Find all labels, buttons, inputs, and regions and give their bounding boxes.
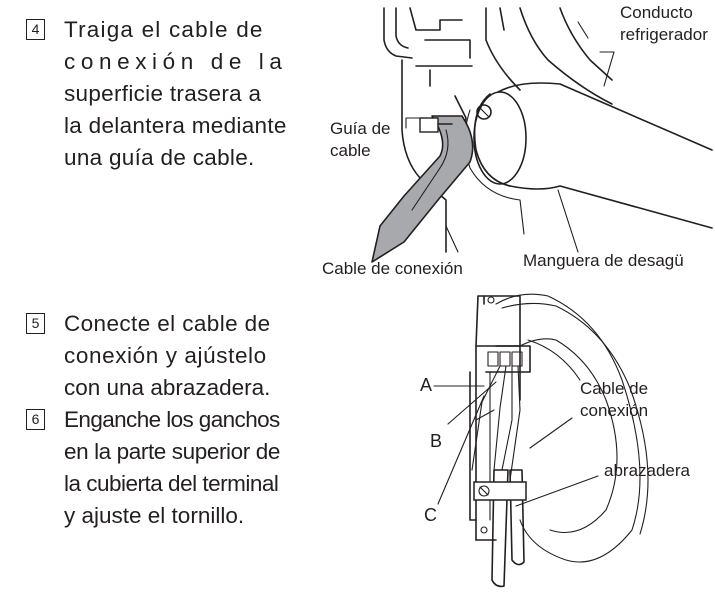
step-line: Traiga el cable de [64, 17, 264, 42]
step-number: 4 [26, 19, 45, 40]
label-abrazadera: abrazadera [604, 461, 691, 480]
drain-hose [464, 82, 713, 235]
label-cable-de-conexion: Cable de conexión [322, 259, 463, 278]
step-line: una guía de cable. [64, 145, 255, 170]
step-line: conexión y ajústelo [64, 343, 267, 368]
terminal-block [469, 295, 531, 541]
step-number: 5 [26, 313, 45, 334]
step-line: en la parte superior de [64, 439, 280, 464]
label-a: A [420, 375, 433, 395]
label-line: cable [330, 141, 371, 160]
step-text: Enganche los ganchos en la parte superio… [64, 404, 280, 532]
step-text: Conecte el cable de conexión y ajústelo … [64, 308, 271, 404]
step-line: con una abrazadera. [64, 375, 271, 400]
step-text: Traiga el cable de conexión de la superf… [64, 14, 288, 174]
label-manguera-de-desague: Manguera de desagü [523, 251, 684, 270]
step-6: 6 Enganche los ganchos en la parte super… [26, 404, 280, 528]
step-line: y ajuste el tornillo. [64, 503, 245, 528]
connection-cable [371, 115, 474, 263]
cable-bundle [491, 469, 525, 588]
label-b: B [430, 431, 443, 451]
label-conducto-refrigerador: Conducto refrigerador [620, 2, 708, 46]
label-line: Cable de [580, 379, 649, 398]
step-line: superficie trasera a [64, 81, 262, 106]
step-line: conexión de la [64, 49, 288, 74]
step-line: la delantera mediante [64, 113, 287, 138]
label-cable-de-conexion-2: Cable de conexión [580, 378, 648, 422]
label-guia-de-cable: Guía de cable [330, 118, 391, 162]
step-line: Enganche los ganchos [64, 407, 280, 432]
label-line: Guía de [330, 119, 391, 138]
step-line: la cubierta del terminal [64, 471, 279, 496]
clamp [473, 481, 527, 501]
callout-lines [433, 381, 599, 507]
step-5: 5 Conecte el cable de conexión y ajústel… [26, 308, 270, 400]
label-line: conexión [580, 401, 649, 420]
callout-lines [405, 51, 615, 253]
refrigerant-pipe [519, 7, 613, 105]
label-c: C [424, 505, 437, 525]
wires [471, 293, 649, 563]
label-line: refrigerador [620, 25, 708, 44]
step-number: 6 [26, 409, 45, 430]
cable-guide-tab [419, 117, 453, 133]
step-line: Conecte el cable de [64, 311, 271, 336]
step-4: 4 Traiga el cable de conexión de la supe… [26, 14, 286, 170]
label-line: Conducto [620, 3, 693, 22]
